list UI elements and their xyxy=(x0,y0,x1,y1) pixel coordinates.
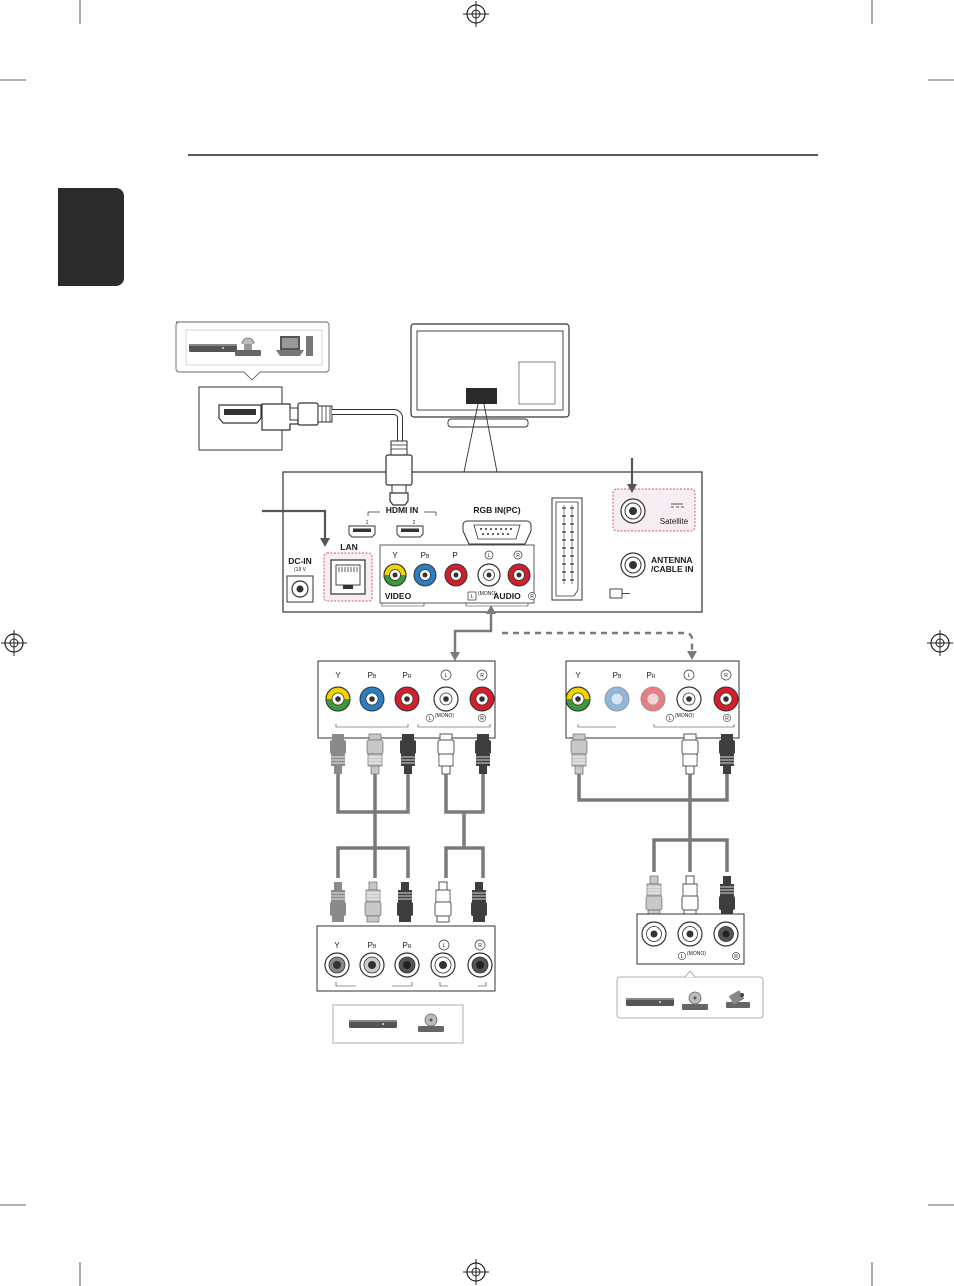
right-box-mono-r-label: R xyxy=(725,716,729,722)
right-device-mono-label: (MONO) xyxy=(687,951,706,957)
satellite-label: Satellite xyxy=(660,517,689,526)
left-device-l-label: L xyxy=(443,943,446,949)
left-device-jack-r[interactable] xyxy=(468,953,492,977)
hdmi-in-label: HDMI IN xyxy=(386,505,419,515)
right-box-r-label: R xyxy=(724,673,728,679)
left-device-jack-pr[interactable] xyxy=(395,953,419,977)
registration-mark-icon xyxy=(1,630,27,656)
left-device-icons xyxy=(333,1005,463,1043)
left-device-jack-l[interactable] xyxy=(431,953,455,977)
scart-port[interactable] xyxy=(552,498,582,600)
right-device-jack-l[interactable] xyxy=(678,922,702,946)
right-box-jack-l[interactable] xyxy=(677,687,701,711)
laptop-pc-icon xyxy=(276,336,313,356)
left-box-mono-l-label: L xyxy=(429,716,432,722)
left-box-y-label: Y xyxy=(335,671,341,680)
tv-jack-p-label: P xyxy=(452,551,457,560)
right-composite-cable xyxy=(571,734,735,916)
tv-jack-y[interactable] xyxy=(384,564,406,586)
left-device-r-label: R xyxy=(478,943,482,949)
right-device-panel: L (MONO) R xyxy=(637,914,744,964)
left-component-box: Y PB PR L R xyxy=(318,661,495,738)
right-box-jack-r[interactable] xyxy=(714,687,738,711)
right-device-jack-video[interactable] xyxy=(642,922,666,946)
component-link-arrow xyxy=(450,605,496,661)
tv-jack-audio-l[interactable] xyxy=(478,564,500,586)
right-box-mono-label: (MONO) xyxy=(675,713,694,719)
tv-jack-r-label: R xyxy=(516,553,520,559)
audio-label: AUDIO xyxy=(493,591,521,601)
hdmi-port-2-label: 2 xyxy=(413,520,416,526)
right-box-mono-l-label: L xyxy=(669,716,672,722)
tv-illustration xyxy=(411,324,569,472)
satellite-section: Satellite xyxy=(613,489,695,531)
antenna-label-line2: /CABLE IN xyxy=(651,564,694,574)
right-device-l-label: L xyxy=(681,954,684,960)
tv-audio-r-label: R xyxy=(530,594,534,600)
left-box-mono-label: (MONO) xyxy=(435,713,454,719)
lan-label: LAN xyxy=(340,542,357,552)
left-box-jack-r[interactable] xyxy=(470,687,494,711)
hdmi-source-callout xyxy=(176,322,329,380)
left-device-jack-pb[interactable] xyxy=(360,953,384,977)
video-label: VIDEO xyxy=(385,591,412,601)
left-box-r-label: R xyxy=(480,673,484,679)
left-box-jack-pr[interactable] xyxy=(395,687,419,711)
left-device-panel: Y PB PR L R xyxy=(317,926,495,991)
left-box-jack-pb[interactable] xyxy=(360,687,384,711)
tv-jack-audio-r[interactable] xyxy=(508,564,530,586)
right-box-y-label: Y xyxy=(575,671,581,680)
bluray-player-icon xyxy=(189,344,237,352)
bluray-player-icon xyxy=(349,1020,397,1028)
left-box-jack-l[interactable] xyxy=(434,687,458,711)
hdmi-port-1-label: 1 xyxy=(366,520,369,526)
registration-mark-icon xyxy=(463,1,489,27)
left-device-y-label: Y xyxy=(334,941,340,950)
left-box-l-label: L xyxy=(445,673,448,679)
tv-jack-pb[interactable] xyxy=(414,564,436,586)
registration-mark-icon xyxy=(927,630,953,656)
left-device-jack-y[interactable] xyxy=(325,953,349,977)
right-composite-box: Y PB PR L R xyxy=(566,661,739,738)
tv-jack-l-label: L xyxy=(488,553,491,559)
rgb-in-label: RGB IN(PC) xyxy=(473,505,520,515)
right-device-r-label: R xyxy=(734,954,738,960)
right-device-jack-r[interactable] xyxy=(714,922,738,946)
tv-mono-l-label: L xyxy=(471,594,474,600)
tv-jack-y-label: Y xyxy=(392,551,398,560)
left-component-cable xyxy=(330,734,491,922)
registration-mark-icon xyxy=(463,1259,489,1285)
composite-link-arrow xyxy=(502,633,697,660)
left-box-mono-r-label: R xyxy=(480,716,484,722)
right-box-jack-pr[interactable] xyxy=(641,687,665,711)
right-box-jack-y[interactable] xyxy=(566,687,590,711)
dc-in-label: DC-IN xyxy=(288,556,312,566)
antenna-section: ANTENNA /CABLE IN xyxy=(621,553,694,577)
tv-jack-pr[interactable] xyxy=(445,564,467,586)
left-box-jack-y[interactable] xyxy=(326,687,350,711)
dc-in-section: DC-IN (19 V xyxy=(287,556,313,602)
right-box-l-label: L xyxy=(688,673,691,679)
dc-in-sub-label: (19 V xyxy=(294,567,307,573)
right-device-icons xyxy=(617,971,763,1018)
bluray-player-icon xyxy=(626,998,674,1006)
right-box-jack-pb[interactable] xyxy=(605,687,629,711)
